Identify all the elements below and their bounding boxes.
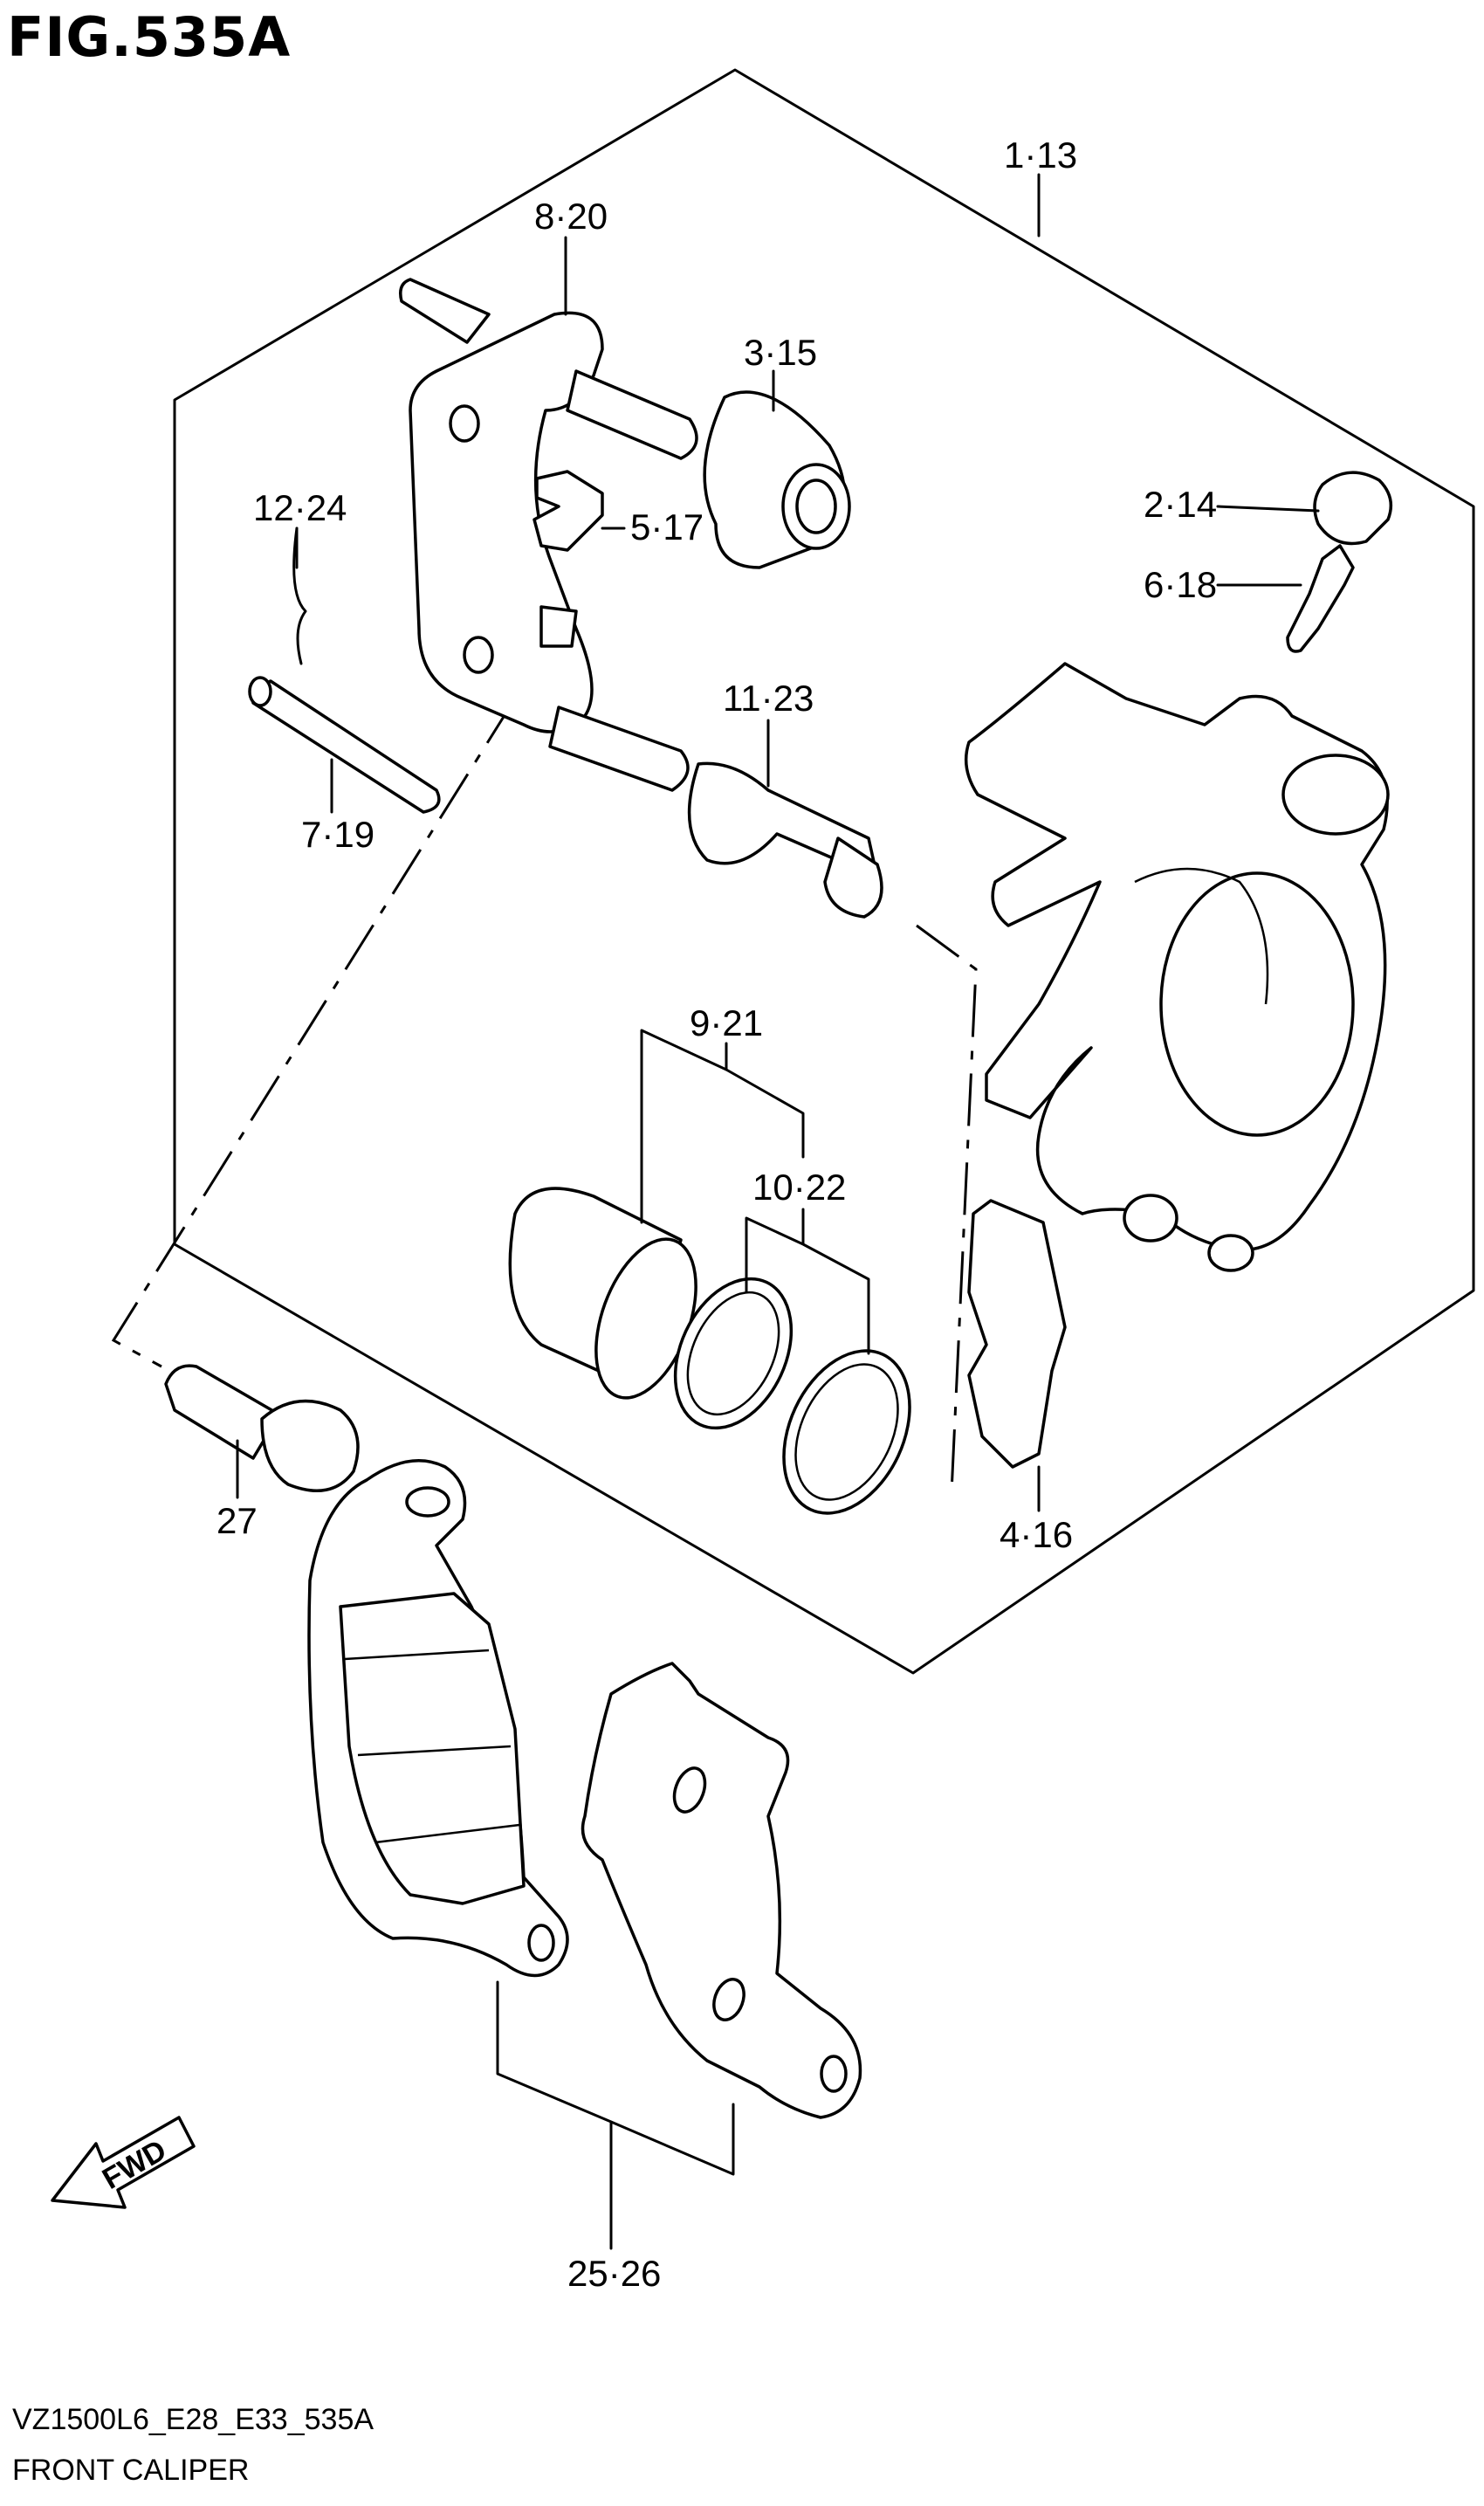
bleeder-valve-part <box>1286 544 1355 653</box>
callout-6-18: 6·18 <box>1144 564 1217 605</box>
leader-9-21-b <box>725 1068 805 1159</box>
callout-9-21: 9·21 <box>690 1002 763 1043</box>
callout-1-13: 1·13 <box>1004 134 1077 176</box>
pad-spring-part <box>967 1199 1067 1469</box>
pin-clip-part <box>292 527 307 665</box>
caliper-bracket-part <box>399 278 698 792</box>
callout-27: 27 <box>216 1500 258 1541</box>
figure-title: FIG.535A <box>7 5 292 69</box>
leader-25-26 <box>496 1980 735 2250</box>
callout-12-24: 12·24 <box>253 487 347 528</box>
callout-8-20: 8·20 <box>534 196 608 237</box>
callout-10-22: 10·22 <box>752 1167 846 1208</box>
diagram-code: VZ1500L6_E28_E33_535A <box>12 2403 374 2436</box>
diagram-name: FRONT CALIPER <box>12 2454 250 2487</box>
piston-part <box>508 1187 697 1400</box>
spring-clip-part <box>532 470 604 552</box>
leader-2-14 <box>1216 505 1320 513</box>
fwd-arrow-icon: FWD <box>51 2116 196 2209</box>
bolt-reference-line <box>111 698 517 1368</box>
leader-9-21 <box>640 1029 728 1224</box>
callout-5-17: 5·17 <box>630 506 704 547</box>
callout-4-16: 4·16 <box>1000 1514 1073 1555</box>
bleeder-cap-part <box>1313 471 1393 546</box>
pad-pin-part <box>248 676 441 814</box>
caliper-reference-line <box>916 924 978 1494</box>
callout-11-23: 11·23 <box>723 678 814 719</box>
callout-2-14: 2·14 <box>1144 484 1217 525</box>
mounting-bolt-part <box>164 1364 360 1492</box>
brake-pad-rear-part <box>581 1662 862 2119</box>
leader-10-22 <box>745 1208 870 1355</box>
dust-seal-part <box>782 1349 911 1515</box>
brake-pad-front-part <box>307 1458 569 1978</box>
sliding-pin-part <box>687 761 883 919</box>
callout-3-15: 3·15 <box>744 332 817 373</box>
callout-7-19: 7·19 <box>301 814 374 855</box>
piston-seal-part <box>673 1277 794 1430</box>
boot-part <box>703 390 851 569</box>
callout-25-26: 25·26 <box>567 2253 661 2294</box>
caliper-body-part <box>964 662 1390 1272</box>
